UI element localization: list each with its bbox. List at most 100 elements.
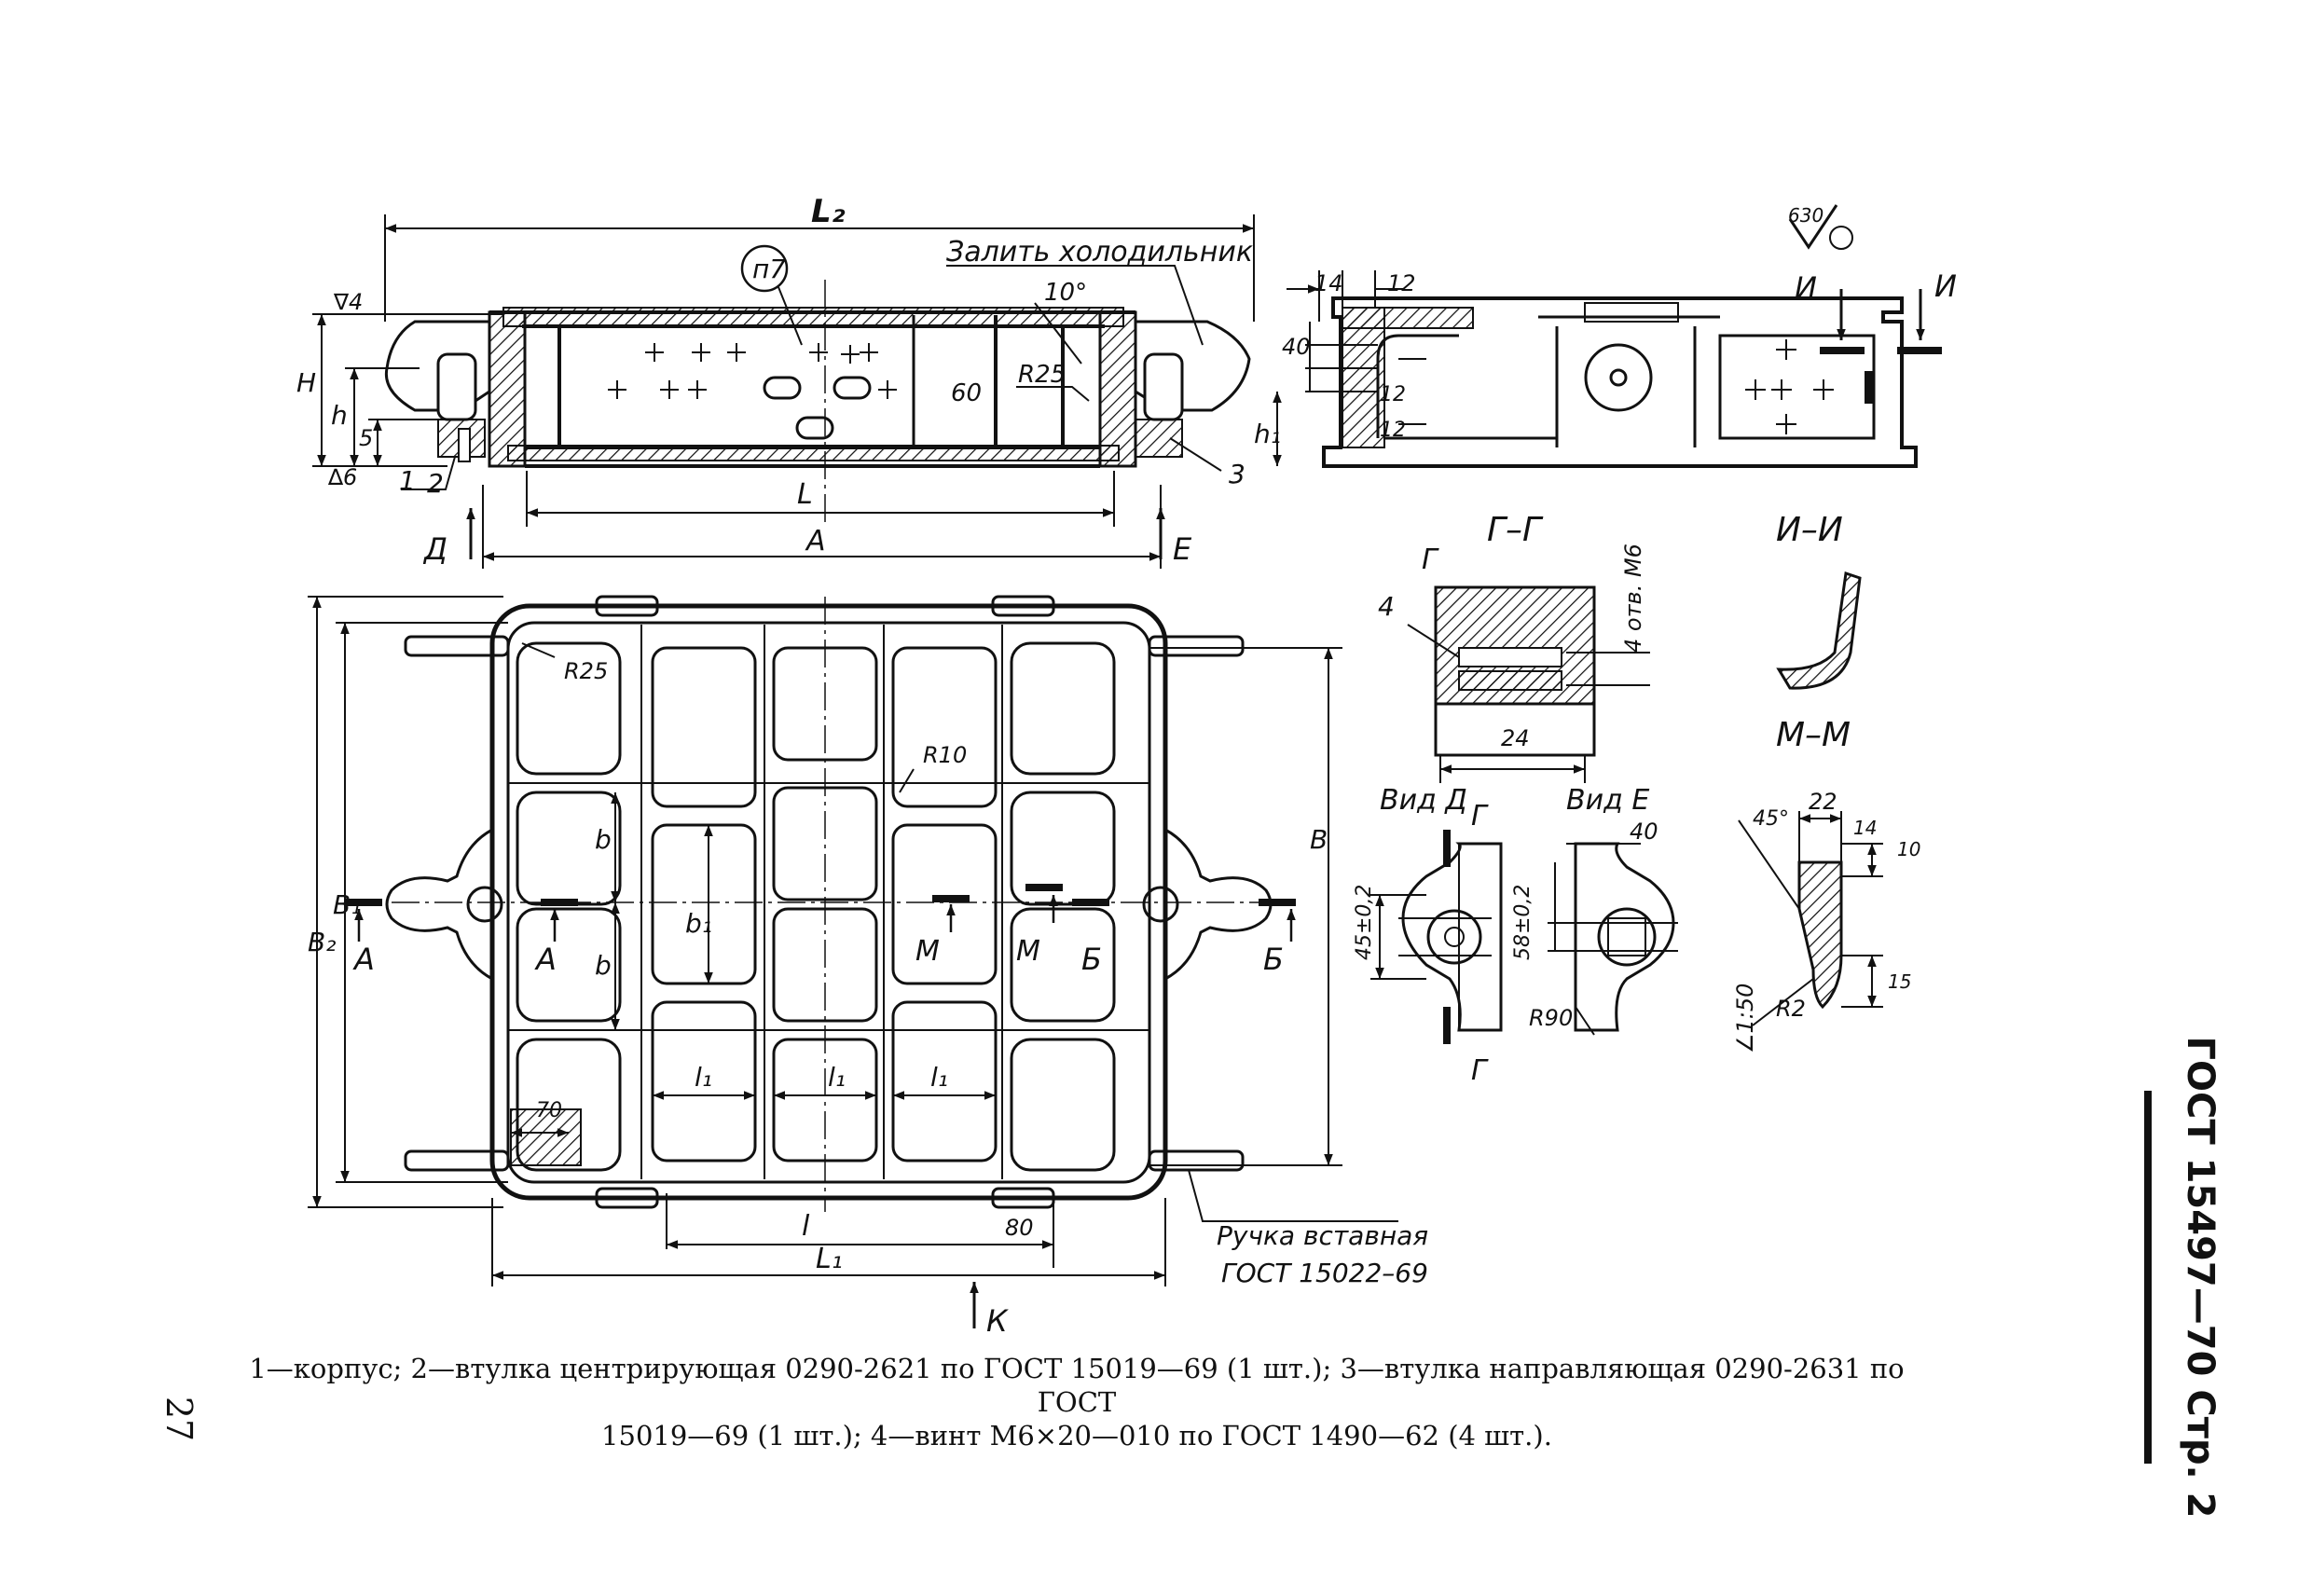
label-handle-1: Ручка вставная [1217,1220,1428,1251]
label-l1-b: l₁ [828,1062,846,1093]
label-d14b: 14 [1853,817,1877,839]
label-l: l [802,1210,810,1243]
label-d15: 15 [1888,970,1911,993]
roughness-symbol [1788,204,1838,250]
label-section-MM: М–М [1776,716,1851,754]
label-b-upper: b [595,824,612,855]
plan-handles [404,635,1245,1172]
plan-dimensions [308,596,1398,1286]
flask-wall-left [488,310,527,468]
label-R2: R2 [1776,996,1806,1022]
label-handle-2: ГОСТ 15022–69 [1221,1258,1428,1288]
label-callout-3: 3 [1229,459,1245,489]
pin-hole-left [466,886,503,923]
caption-line-1: 1—корпус; 2—втулка центрирующая 0290-262… [249,1353,1905,1418]
section-II-profile [1776,571,1862,690]
label-angle-45: 45° [1753,807,1789,831]
label-M-1: М [915,935,940,968]
drawing-labels: L₂ п7 Залить холодильник 10° R25 60 H h … [296,193,1957,1339]
label-d12c: 12 [1380,419,1406,442]
label-l1-a: l₁ [695,1062,712,1093]
label-L1: L₁ [816,1243,843,1275]
view-D [1370,830,1503,1044]
side-rule [2144,1091,2152,1464]
label-d80: 80 [1005,1215,1034,1241]
leader-R25-top [1016,386,1090,402]
label-section-II: И–И [1776,511,1843,549]
label-M-2: М [1016,935,1040,968]
label-d70: 70 [536,1099,562,1122]
flask-body-outline [489,310,1135,468]
flask-top-flange [502,307,1124,327]
standard-title: ГОСТ 15497—70 Стр. 2 [2179,1036,2222,1519]
label-h1: h₁ [1254,419,1281,449]
label-A-inner: A [534,942,557,977]
dim-L [526,471,1115,527]
leader-10deg [1034,302,1082,365]
left-pin-boss [384,320,491,462]
label-view-D: Д [422,531,447,567]
label-G-2: Г [1471,1054,1489,1087]
label-vid-E: Вид Е [1566,784,1649,817]
label-vid-D: Вид Д [1380,784,1467,817]
label-section-GG: Г–Г [1487,511,1544,549]
section-MM [1738,811,1883,1026]
legend-caption: 1—корпус; 2—втулка центрирующая 0290-262… [233,1352,1920,1452]
label-A-left: A [352,942,375,977]
pin-hole-right [1142,886,1179,923]
label-slope: ∠1:50 [1732,984,1758,1053]
dim-L2 [384,214,1255,322]
label-callout-1: 1 [399,465,416,496]
label-d40b: 40 [1630,819,1658,845]
label-R10: R10 [923,742,967,768]
label-view-E: Е [1173,531,1192,567]
label-dim-58: 58±0,2 [1511,885,1534,960]
section-GG [1407,585,1650,783]
label-I-1: И [1795,270,1817,306]
label-angle-10: 10° [1044,279,1087,307]
plan-inner-frame [506,621,1151,1184]
plan-view [308,595,1398,1328]
label-dim-45: 45±0,2 [1353,885,1376,960]
label-B-inner: Б [1081,942,1102,977]
label-rough-630: 630 [1788,204,1823,227]
caption-line-2: 15019—69 (1 шт.); 4—винт М6×20—010 по ГО… [601,1420,1552,1452]
label-H: H [296,367,316,398]
plan-side-pins [385,828,1273,981]
label-n7: п7 [752,254,786,284]
label-I-2: И [1934,268,1957,304]
label-d12b: 12 [1380,383,1406,406]
label-d12: 12 [1387,270,1416,296]
label-b1: b₁ [685,908,712,939]
grid-cells [516,641,1116,1172]
label-L2: L₂ [811,193,846,230]
leader-1-2 [401,456,456,490]
label-R25-top: R25 [1018,361,1066,389]
label-rough-4: ∇4 [333,289,363,315]
plan-lugs [595,595,1055,1209]
cooler-slots [763,376,872,440]
label-d24: 24 [1501,725,1530,751]
label-K: К [986,1303,1009,1339]
callout-n7-circle [740,244,789,293]
label-d10: 10 [1897,838,1920,860]
section-arrows [354,895,1296,942]
label-dim-5: 5 [359,425,373,451]
page-number: 27 [158,1396,200,1442]
plan-corner-section [510,1108,582,1166]
flask-bottom-flange [507,445,1120,461]
front-section-view [312,214,1255,569]
label-R90: R90 [1529,1005,1573,1031]
flask-wall-right [1098,310,1137,468]
label-b-lower: b [595,950,612,981]
label-callout-2: 2 [427,468,444,499]
label-R25-plan: R25 [564,658,608,684]
label-B-right: Б [1263,942,1284,977]
leader-n7 [778,286,803,346]
label-d22: 22 [1809,789,1837,815]
label-G-1: Г [1471,800,1489,832]
label-d40: 40 [1282,334,1311,360]
view-E [1548,842,1678,1036]
label-fill-cooler: Залить холодильник [946,236,1253,268]
